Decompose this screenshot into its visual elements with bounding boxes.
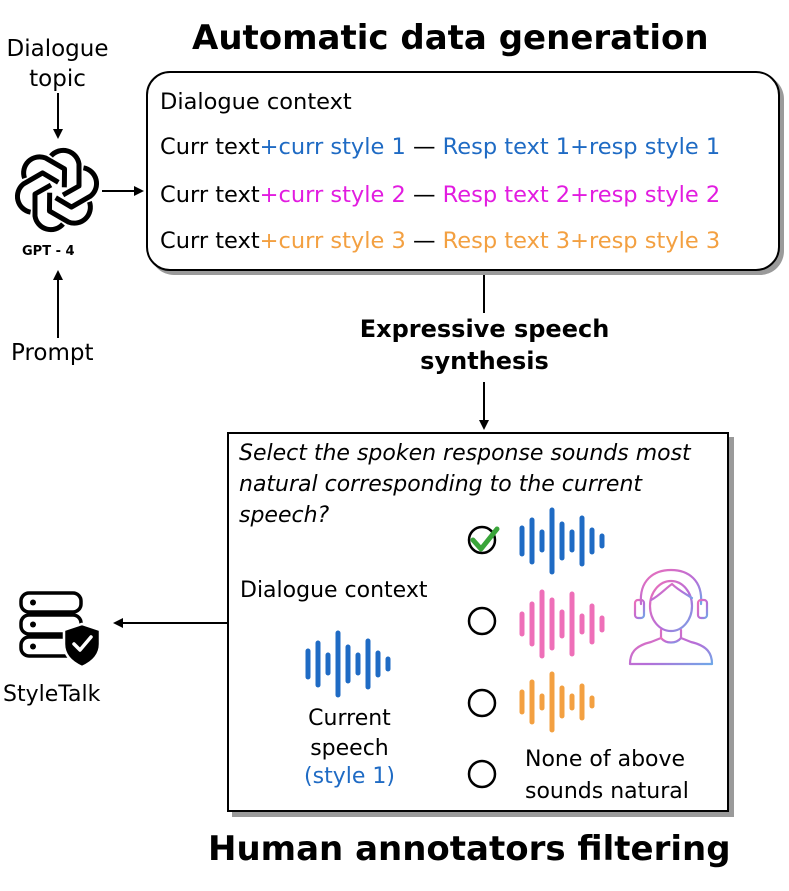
curr-style-1: +curr style 1 <box>259 134 406 160</box>
context-row-3: Curr text+curr style 3 — Resp text 3+res… <box>160 228 720 254</box>
current-speech-label: Current speech <box>308 706 391 761</box>
waveform-icon <box>519 671 595 733</box>
annotation-question: Select the spoken response sounds most n… <box>239 441 691 528</box>
bottom-title: Human annotators filtering <box>208 829 731 869</box>
current-style-label: (style 1) <box>304 764 395 789</box>
prompt-label: Prompt <box>11 340 94 366</box>
resp-text-1: Resp text 1+resp style 1 <box>442 134 721 160</box>
curr-text-1: Curr text <box>160 134 260 160</box>
separator-1: — <box>412 134 436 160</box>
synthesis-label: Expressive speech synthesis <box>312 313 657 377</box>
annotation-context-label: Dialogue context <box>240 578 428 603</box>
separator-2: — <box>412 182 436 208</box>
context-row-2: Curr text+curr style 2 — Resp text 2+res… <box>160 182 720 208</box>
waveform-icon <box>519 589 605 659</box>
curr-text-2: Curr text <box>160 182 260 208</box>
top-title: Automatic data generation <box>192 18 709 58</box>
option-none-radio[interactable] <box>467 759 501 793</box>
dialogue-context-box: Dialogue context Curr text+curr style 1 … <box>146 71 780 271</box>
none-option-label: None of above sounds natural <box>525 747 689 804</box>
context-box-header: Dialogue context <box>160 89 352 115</box>
curr-style-3: +curr style 3 <box>259 228 406 254</box>
curr-style-2: +curr style 2 <box>259 182 406 208</box>
waveform-icon <box>305 630 391 698</box>
openai-logo-icon <box>14 147 100 233</box>
styletalk-label: StyleTalk <box>3 682 101 707</box>
resp-text-2: Resp text 2+resp style 2 <box>442 182 721 208</box>
dialogue-topic-label: Dialogue topic <box>6 36 109 92</box>
checkmark-icon <box>470 526 500 552</box>
annotator-headset-icon <box>628 568 714 666</box>
waveform-icon <box>519 507 605 575</box>
option-1-radio[interactable] <box>467 525 501 559</box>
option-3-radio[interactable] <box>467 688 501 722</box>
option-2-radio[interactable] <box>467 606 501 640</box>
annotation-box: Select the spoken response sounds most n… <box>227 432 729 812</box>
curr-text-3: Curr text <box>160 228 260 254</box>
gpt4-caption: GPT - 4 <box>22 244 75 259</box>
separator-3: — <box>412 228 436 254</box>
context-row-1: Curr text+curr style 1 — Resp text 1+res… <box>160 134 720 160</box>
database-shield-icon <box>19 591 102 669</box>
resp-text-3: Resp text 3+resp style 3 <box>442 228 721 254</box>
